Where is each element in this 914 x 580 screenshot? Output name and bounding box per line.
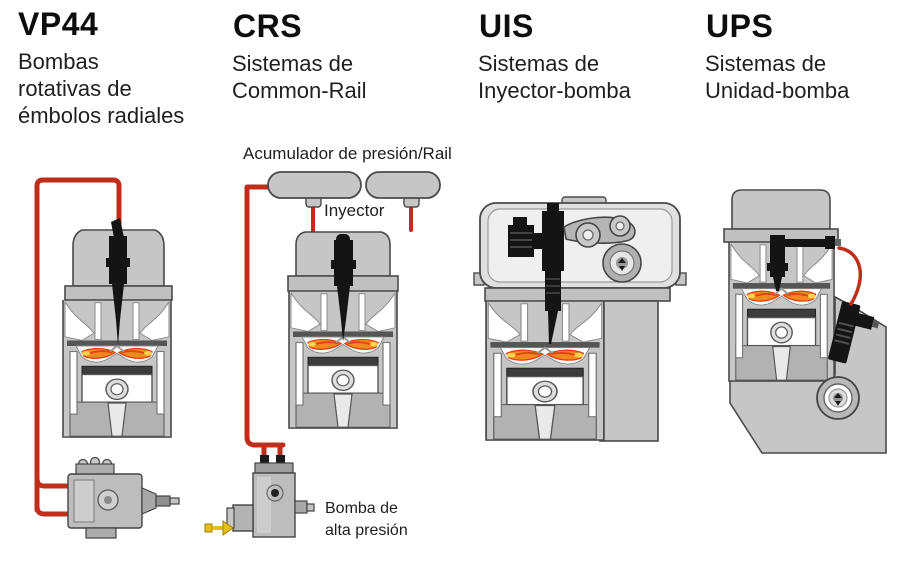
injector-icon [767, 235, 841, 291]
ups-illustration [723, 189, 887, 454]
system-subtitle-line: Common-Rail [232, 78, 367, 103]
system-subtitle-line: Bombas [18, 49, 99, 74]
system-subtitle-line: Sistemas de [232, 51, 354, 76]
system-subtitle-line: Sistemas de [478, 51, 600, 76]
system-subtitle-crs: Sistemas de Common-Rail [232, 50, 366, 104]
valve-cover [731, 189, 831, 230]
pump-label-line: alta presión [325, 522, 408, 539]
high-pressure-pump-label: Bomba de alta presión [325, 498, 408, 542]
vp44-illustration [34, 177, 180, 539]
fuel-inlet-arrow-icon [204, 520, 234, 536]
unit-pump-icon [828, 301, 880, 364]
system-subtitle-line: émbolos radiales [18, 103, 185, 128]
uis-illustration [473, 196, 687, 442]
rail-accumulator-illustration [267, 171, 441, 208]
rotary-pump-illustration [67, 456, 180, 539]
pump-label-line: Bomba de [325, 500, 398, 517]
system-title-vp44: VP44 [18, 6, 99, 42]
system-subtitle-line: Inyector-bomba [478, 78, 631, 103]
system-title-ups: UPS [706, 8, 774, 44]
system-title-uis: UIS [479, 8, 534, 44]
system-subtitle-line: Unidad-bomba [705, 78, 850, 103]
system-subtitle-vp44: Bombas rotativas de émbolos radiales [18, 48, 184, 129]
uis-engine-cylinder-illustration [473, 196, 687, 442]
injector-label: Inyector [324, 201, 385, 220]
crs-illustration [204, 171, 441, 538]
high-pressure-pump-illustration [226, 455, 315, 538]
vp44-fuel-line [34, 177, 122, 517]
system-subtitle-ups: Sistemas de Unidad-bomba [705, 50, 849, 104]
crs-engine-cylinder-illustration [287, 231, 399, 429]
ups-fuel-line [837, 246, 862, 306]
camshaft-icon [602, 243, 642, 283]
injector-icon [106, 218, 130, 346]
head-flange [484, 287, 671, 302]
unit-injector-icon [508, 203, 564, 344]
injector-icon [331, 234, 356, 342]
rocker-arm-icon [563, 215, 636, 248]
vp44-engine-cylinder-illustration [62, 218, 173, 438]
system-title-crs: CRS [233, 8, 303, 44]
system-subtitle-line: Sistemas de [705, 51, 827, 76]
camshaft-icon [816, 376, 860, 420]
system-subtitle-line: rotativas de [18, 76, 132, 101]
rail-label: Acumulador de presión/Rail [243, 144, 452, 163]
system-subtitle-uis: Sistemas de Inyector-bomba [478, 50, 631, 104]
